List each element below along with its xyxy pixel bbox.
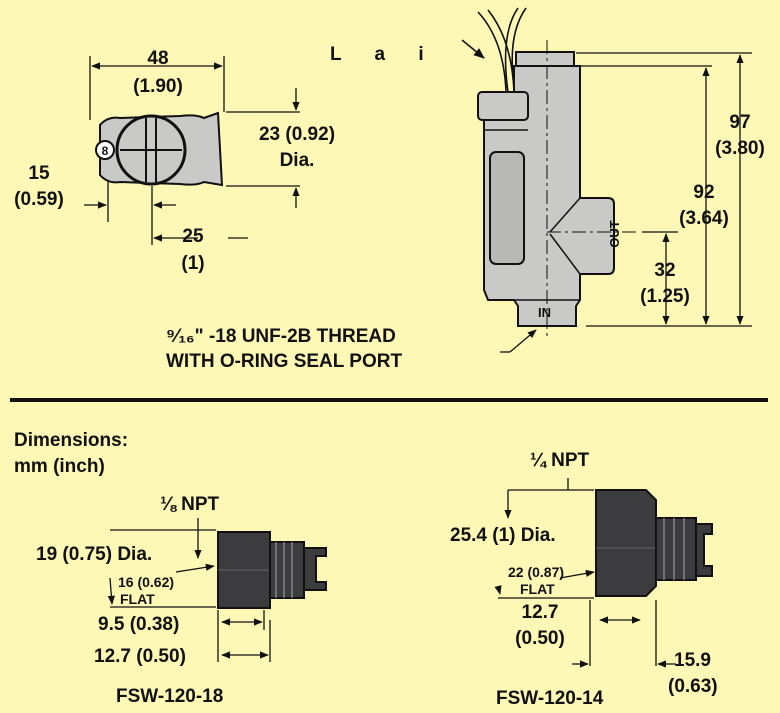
top-dia: 23 (0.92) bbox=[258, 124, 336, 145]
top-offset-in: (1) bbox=[181, 253, 205, 274]
top-width-in: (1.90) bbox=[133, 76, 183, 97]
height-low-mm: 32 bbox=[654, 260, 676, 281]
fitting-14-dimensions bbox=[494, 478, 676, 668]
side-view-dimensions bbox=[500, 52, 752, 353]
side-view-window bbox=[489, 151, 525, 265]
top-left-in: (0.59) bbox=[14, 189, 64, 210]
height-mid-in: (3.64) bbox=[679, 208, 729, 229]
fitting-18-model: FSW-120-18 bbox=[116, 686, 224, 707]
fitting-18-shank bbox=[269, 541, 305, 599]
top-left-mm: 15 bbox=[28, 163, 50, 184]
height-low-in: (1.25) bbox=[640, 286, 690, 307]
top-view-dimensions bbox=[84, 56, 300, 245]
fitting-14-len2-in: (0.63) bbox=[668, 676, 718, 697]
side-view-sleeve bbox=[477, 91, 529, 121]
top-offset-mm: 25 bbox=[182, 226, 204, 247]
units-subtitle: mm (inch) bbox=[14, 456, 105, 477]
fitting-18-len2: 12.7 (0.50) bbox=[94, 646, 186, 667]
svg-text:8: 8 bbox=[102, 144, 109, 158]
fitting-18-drawing bbox=[217, 531, 327, 609]
side-view-body bbox=[477, 51, 615, 327]
top-width-mm: 48 bbox=[147, 48, 169, 69]
thread-spec-line2: WITH O-RING SEAL PORT bbox=[166, 351, 403, 372]
height-total-mm: 97 bbox=[729, 112, 751, 133]
fitting-14-flat-label: FLAT bbox=[520, 581, 555, 597]
height-mid-mm: 92 bbox=[693, 182, 715, 203]
side-view-cap bbox=[515, 51, 575, 67]
side-view-centerlines bbox=[546, 40, 640, 340]
fitting-14-hex bbox=[595, 489, 657, 597]
section-divider bbox=[10, 398, 768, 402]
fitting-14-flat-value: 22 (0.87) bbox=[508, 564, 565, 580]
fitting-14-drawing bbox=[595, 489, 713, 597]
fitting-14-dia: 25.4 (1) Dia. bbox=[450, 525, 556, 546]
stray-label: L a i bbox=[330, 44, 438, 65]
fitting-14-shank bbox=[655, 517, 697, 581]
fitting-14-model: FSW-120-14 bbox=[496, 688, 604, 709]
fitting-14-npt: ¼ NPT bbox=[530, 450, 590, 471]
port-out-label: OUT bbox=[607, 220, 622, 248]
fitting-18-npt: ⅛ NPT bbox=[160, 494, 220, 515]
fitting-14-len2-mm: 15.9 bbox=[674, 650, 711, 671]
height-total-in: (3.80) bbox=[715, 138, 765, 159]
top-dia-suffix: Dia. bbox=[279, 150, 315, 171]
fitting-18-dimensions bbox=[107, 518, 271, 662]
fitting-14-len1-mm: 12.7 bbox=[521, 602, 559, 623]
fitting-18-flat-value: 16 (0.62) bbox=[118, 574, 175, 590]
fitting-18-flat-label: FLAT bbox=[120, 591, 155, 607]
fitting-18-len1: 9.5 (0.38) bbox=[98, 614, 180, 635]
top-view: 8 bbox=[95, 111, 224, 187]
port-in-label: IN bbox=[538, 305, 551, 320]
thread-spec-line1: ⁹⁄₁₆" -18 UNF-2B THREAD bbox=[166, 326, 396, 347]
fitting-18-dia: 19 (0.75) Dia. bbox=[36, 544, 153, 565]
fitting-14-len1-in: (0.50) bbox=[515, 628, 565, 649]
top-view-hole bbox=[95, 140, 115, 160]
units-title: Dimensions: bbox=[14, 430, 129, 451]
